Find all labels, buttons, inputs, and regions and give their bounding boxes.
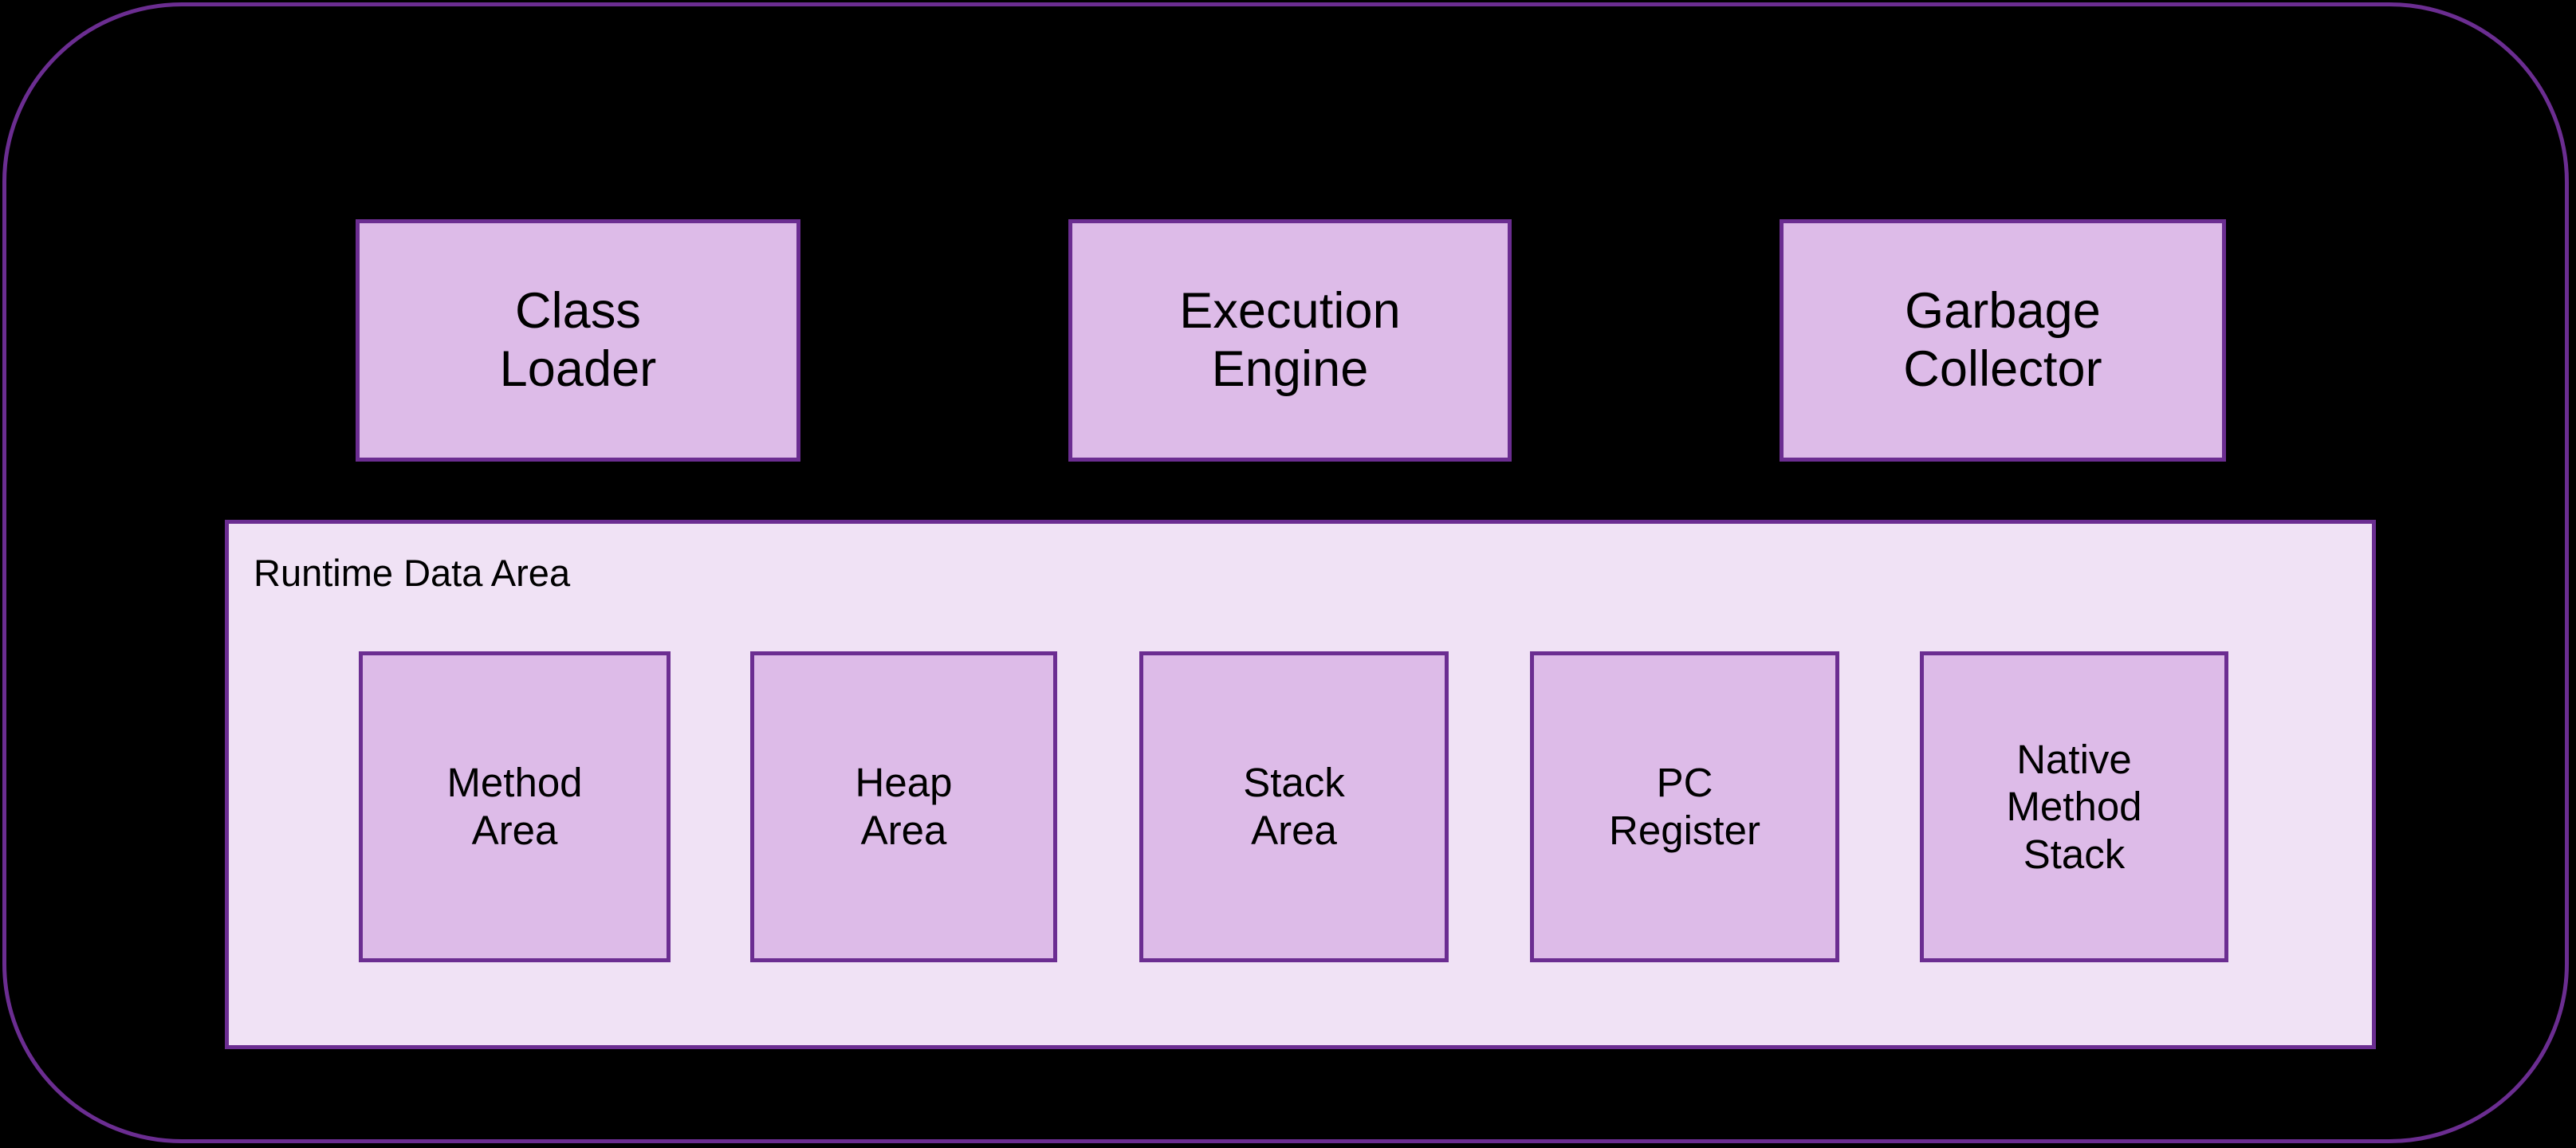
- memory-box-heap-area[interactable]: Heap Area: [750, 651, 1057, 962]
- memory-box-stack-area[interactable]: Stack Area: [1139, 651, 1449, 962]
- memory-box-native-method-stack[interactable]: Native Method Stack: [1920, 651, 2228, 962]
- component-box-execution-engine[interactable]: Execution Engine: [1068, 219, 1512, 462]
- component-box-garbage-collector[interactable]: Garbage Collector: [1780, 219, 2226, 462]
- runtime-data-area-title: Runtime Data Area: [254, 552, 571, 594]
- runtime-data-area-panel: Runtime Data Area Method Area Heap Area …: [225, 520, 2376, 1049]
- component-box-class-loader[interactable]: Class Loader: [356, 219, 800, 462]
- memory-box-method-area[interactable]: Method Area: [359, 651, 671, 962]
- memory-box-pc-register[interactable]: PC Register: [1530, 651, 1839, 962]
